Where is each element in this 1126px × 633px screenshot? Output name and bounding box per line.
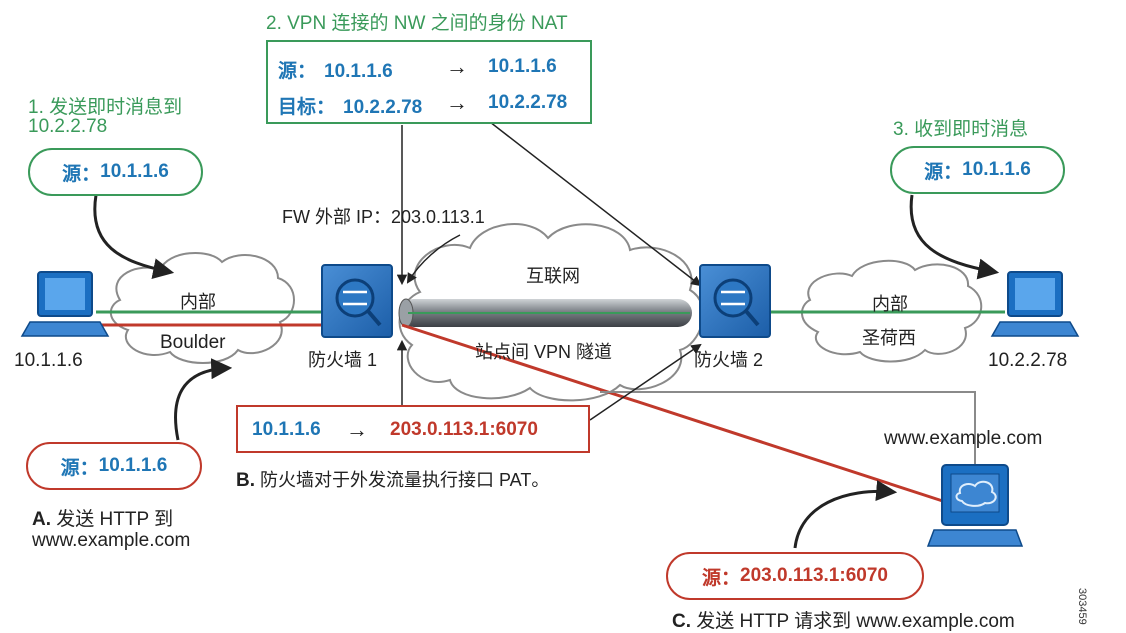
step-c-source-pill: 源： 203.0.113.1:6070 <box>666 552 924 600</box>
step3-label: 3. 收到即时消息 <box>893 119 1029 140</box>
step1-target: 10.2.2.78 <box>28 116 108 137</box>
source-label: 源： <box>702 567 741 589</box>
step-c-label: 发送 HTTP 请求到 www.example.com <box>696 611 1015 632</box>
left-network-label: 内部 <box>180 292 216 312</box>
source-label: 源： <box>62 163 101 185</box>
step-a-prefix: A. <box>32 509 51 530</box>
source-label: 源： <box>60 457 99 479</box>
nat-dest-label: 目标： <box>278 97 336 118</box>
left-site-name: Boulder <box>160 332 226 353</box>
step3-source-pill: 源： 10.1.1.6 <box>890 146 1065 194</box>
step2-label: 2. VPN 连接的 NW 之间的身份 NAT <box>266 13 568 34</box>
step-c-prefix: C. <box>672 611 691 632</box>
pat-box: 10.1.1.6 → 203.0.113.1:6070 <box>236 405 590 453</box>
server-hostname: www.example.com <box>884 428 1043 449</box>
step1-source-pill: 源： 10.1.1.6 <box>28 148 203 196</box>
right-network-label: 内部 <box>872 294 908 314</box>
nat-source-from: 10.1.1.6 <box>324 61 393 82</box>
step-a-source-pill: 源： 10.1.1.6 <box>26 442 202 490</box>
right-site-name: 圣荷西 <box>862 328 916 348</box>
source-ip: 10.1.1.6 <box>100 161 169 182</box>
web-server <box>926 464 1024 547</box>
right-host-ip: 10.2.2.78 <box>988 350 1068 371</box>
left-host-ip: 10.1.1.6 <box>14 350 83 371</box>
step-a-url: www.example.com <box>32 530 191 551</box>
nat-rule-box: 源： 10.1.1.6 → 10.1.1.6 目标： 10.2.2.78 → 10.… <box>266 40 592 124</box>
nat-dest-from: 10.2.2.78 <box>343 97 423 118</box>
right-host-computer <box>990 271 1080 337</box>
source-label: 源： <box>924 161 963 183</box>
source-ip: 10.1.1.6 <box>962 159 1031 180</box>
nat-source-to: 10.1.1.6 <box>488 56 557 77</box>
firewall-2-label: 防火墙 2 <box>694 350 764 370</box>
arrow-icon: → <box>346 417 368 442</box>
internet-label: 互联网 <box>526 266 580 286</box>
vpn-tunnel-label: 站点间 VPN 隧道 <box>475 342 613 362</box>
source-ip: 10.1.1.6 <box>98 455 168 476</box>
step-b-prefix: B. <box>236 470 255 491</box>
red-internet-path <box>401 323 956 507</box>
firewall-2 <box>699 264 771 338</box>
step1-label: 1. 发送即时消息到 <box>28 97 183 118</box>
left-host-computer <box>20 271 110 337</box>
firewall-1-label: 防火墙 1 <box>308 350 378 370</box>
arrow-icon: → <box>446 54 468 79</box>
pat-real-ip: 10.1.1.6 <box>252 419 321 440</box>
source-ip: 203.0.113.1:6070 <box>740 565 888 586</box>
arrow-icon: → <box>446 90 468 115</box>
pat-mapped-ip: 203.0.113.1:6070 <box>390 419 538 440</box>
fw-outside-ip: FW 外部 IP：203.0.113.1 <box>282 207 485 227</box>
figure-id: 303459 <box>1076 588 1088 625</box>
nat-source-label: 源： <box>278 61 317 82</box>
firewall-1 <box>321 264 393 338</box>
nat-dest-to: 10.2.2.78 <box>488 92 568 113</box>
step-a-label: 发送 HTTP 到 <box>56 509 174 530</box>
step-b-label: 防火墙对于外发流量执行接口 PAT。 <box>260 470 550 490</box>
